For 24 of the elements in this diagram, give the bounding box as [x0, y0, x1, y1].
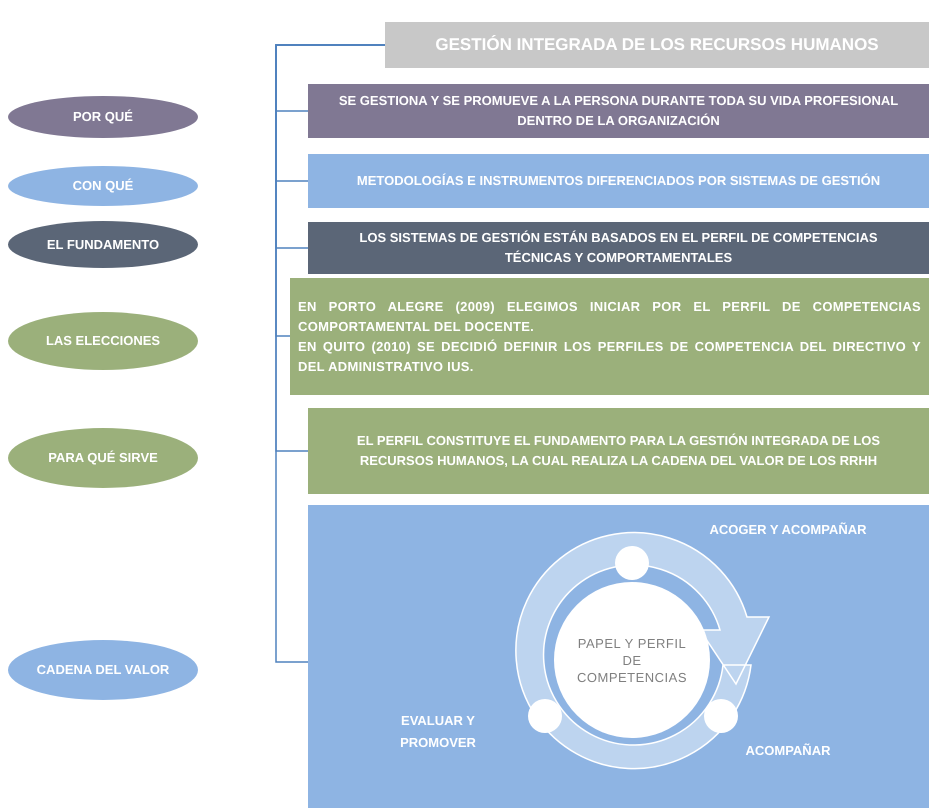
node-text: LAS ELECCIONES — [46, 332, 160, 350]
node-text: SE GESTIONA Y SE PROMUEVE A LA PERSONA DURANTE TODA SU VIDA PROFESIONAL DENTRO DE LA ORGANIZACIÓN — [338, 92, 900, 130]
stage-label: ACOMPAÑAR — [744, 742, 832, 760]
center-circle — [554, 582, 710, 738]
node-text: EN QUITO (2010) SE DECIDIÓ DEFINIR LOS PERFILES DE COMPETENCIA DEL DIRECTIVO Y DEL ADMINISTRATIVO IUS. — [298, 338, 921, 376]
node-text: CADENA DEL VALOR — [36, 661, 170, 679]
text-bar — [308, 222, 929, 274]
node-text: LOS SISTEMAS DE GESTIÓN ESTÁN BASADOS EN EL PERFIL DE COMPETENCIAS TÉCNICAS Y COMPORTAMENTALES — [358, 229, 879, 267]
node-text: EL FUNDAMENTO — [46, 236, 160, 254]
text-bar — [308, 154, 929, 208]
node-text: POR QUÉ — [73, 108, 133, 126]
node-text: EL PERFIL CONSTITUYE EL FUNDAMENTO PARA LA GESTIÓN INTEGRADA DE LOS RECURSOS HUMANOS, LA CUAL REALIZA LA CADENA DEL VALOR DE LOS RRHH — [356, 432, 882, 470]
stage-label: ACOGER Y ACOMPAÑAR — [708, 521, 868, 539]
node-text: METODOLOGÍAS E INSTRUMENTOS DIFERENCIADOS POR SISTEMAS DE GESTIÓN — [356, 172, 880, 190]
text-bar — [308, 84, 929, 138]
text-bar — [290, 278, 929, 395]
text-bar — [308, 408, 929, 494]
value-chain-panel — [308, 505, 929, 808]
node-text: PAPEL Y PERFIL DE COMPETENCIAS — [576, 634, 688, 686]
title-bar — [385, 22, 929, 68]
node-text: EN PORTO ALEGRE (2009) ELEGIMOS INICIAR POR EL PERFIL DE COMPETENCIAS COMPORTAMENTAL DEL DOCENTE. — [298, 298, 921, 336]
stage-label: EVALUAR Y PROMOVER — [399, 712, 477, 752]
node-text: CON QUÉ — [72, 177, 134, 195]
node-text: PARA QUÉ SIRVE — [48, 449, 158, 467]
